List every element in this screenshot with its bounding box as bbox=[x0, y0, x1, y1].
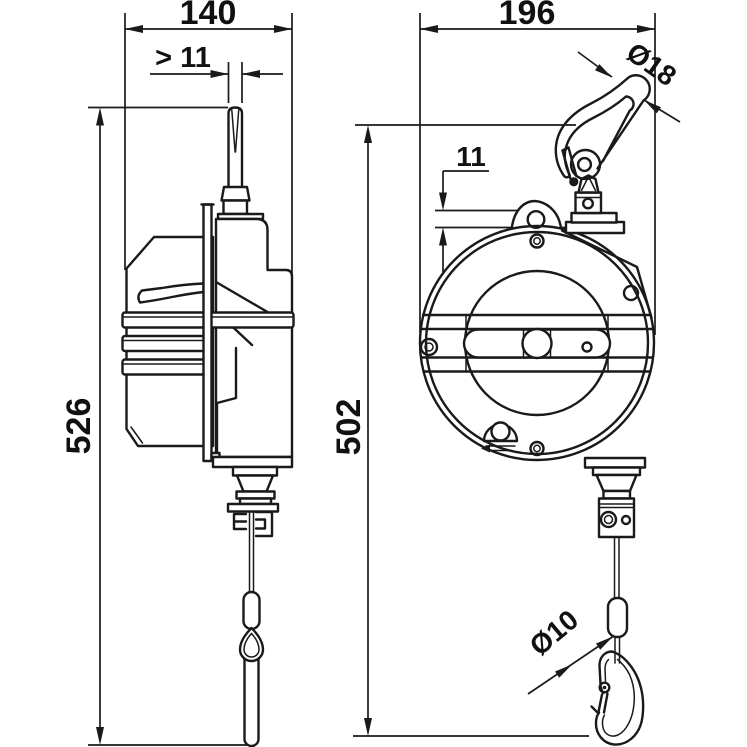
arrow-down bbox=[96, 727, 104, 745]
outlet-side bbox=[211, 455, 294, 538]
dim-side-height: 526 bbox=[60, 106, 253, 746]
dim-label-502: 502 bbox=[330, 399, 368, 456]
arbor-hole bbox=[521, 327, 553, 360]
hook-mount bbox=[564, 174, 626, 235]
dim-front-width: 196 bbox=[419, 0, 656, 335]
arrow-up bbox=[96, 107, 104, 126]
side-view bbox=[121, 106, 295, 747]
dim-label-526: 526 bbox=[60, 398, 98, 455]
arrow-right bbox=[210, 70, 229, 78]
arrow-up-right bbox=[555, 664, 572, 678]
hook-latch bbox=[561, 146, 578, 180]
dim-rope-slot: > 11 bbox=[150, 42, 283, 103]
arrow-right bbox=[637, 25, 655, 33]
cable-loop bbox=[243, 648, 260, 747]
arrow-left bbox=[242, 70, 260, 78]
lug-hole bbox=[526, 209, 546, 229]
arrow-down bbox=[364, 718, 372, 736]
dim-lug-offset: 11 bbox=[435, 141, 583, 272]
wedge-pin bbox=[216, 106, 265, 221]
shoulder-edge bbox=[560, 229, 653, 320]
arrow-up bbox=[439, 227, 447, 246]
screw-hole bbox=[529, 233, 545, 249]
dim-label-140: 140 bbox=[180, 0, 237, 32]
ferrule bbox=[242, 590, 261, 631]
boss-hole bbox=[622, 284, 640, 302]
dim-label-196: 196 bbox=[499, 0, 556, 32]
top-hook bbox=[554, 74, 651, 187]
arrow-left bbox=[125, 25, 143, 33]
horn-rib bbox=[137, 282, 205, 304]
snap-hook-gate bbox=[597, 692, 609, 714]
arrow-right bbox=[274, 25, 292, 33]
suspension-lug bbox=[510, 199, 564, 233]
arrow-up-left bbox=[644, 100, 661, 114]
ferrule bbox=[606, 596, 629, 639]
dim-label-gt11: > 11 bbox=[155, 42, 211, 74]
cable-stop bbox=[226, 502, 280, 513]
thimble bbox=[238, 626, 265, 663]
dim-label-d18: Ø18 bbox=[621, 36, 682, 92]
housing-side bbox=[121, 203, 295, 463]
screw-hole bbox=[529, 440, 545, 457]
arrow-left bbox=[420, 25, 438, 33]
rib bbox=[121, 334, 214, 353]
dim-label-d10: Ø10 bbox=[524, 604, 584, 662]
dim-side-width: 140 bbox=[124, 0, 293, 280]
rib bbox=[121, 358, 214, 376]
snap-hook bbox=[590, 650, 645, 746]
ratchet-pawl bbox=[481, 421, 519, 453]
front-view bbox=[418, 74, 656, 746]
mounting-plate bbox=[202, 203, 213, 463]
rim-hole bbox=[419, 337, 439, 357]
arrow-up-right bbox=[596, 636, 613, 650]
arrow-down-right bbox=[595, 64, 612, 78]
dim-label-11: 11 bbox=[456, 141, 486, 172]
arrow-down bbox=[439, 192, 447, 211]
arrow-up bbox=[364, 125, 372, 143]
dim-front-height: 502 bbox=[330, 124, 589, 737]
outlet-front bbox=[583, 456, 647, 539]
drum bbox=[418, 209, 656, 462]
cable-front bbox=[590, 536, 645, 746]
cable-side bbox=[238, 510, 265, 747]
